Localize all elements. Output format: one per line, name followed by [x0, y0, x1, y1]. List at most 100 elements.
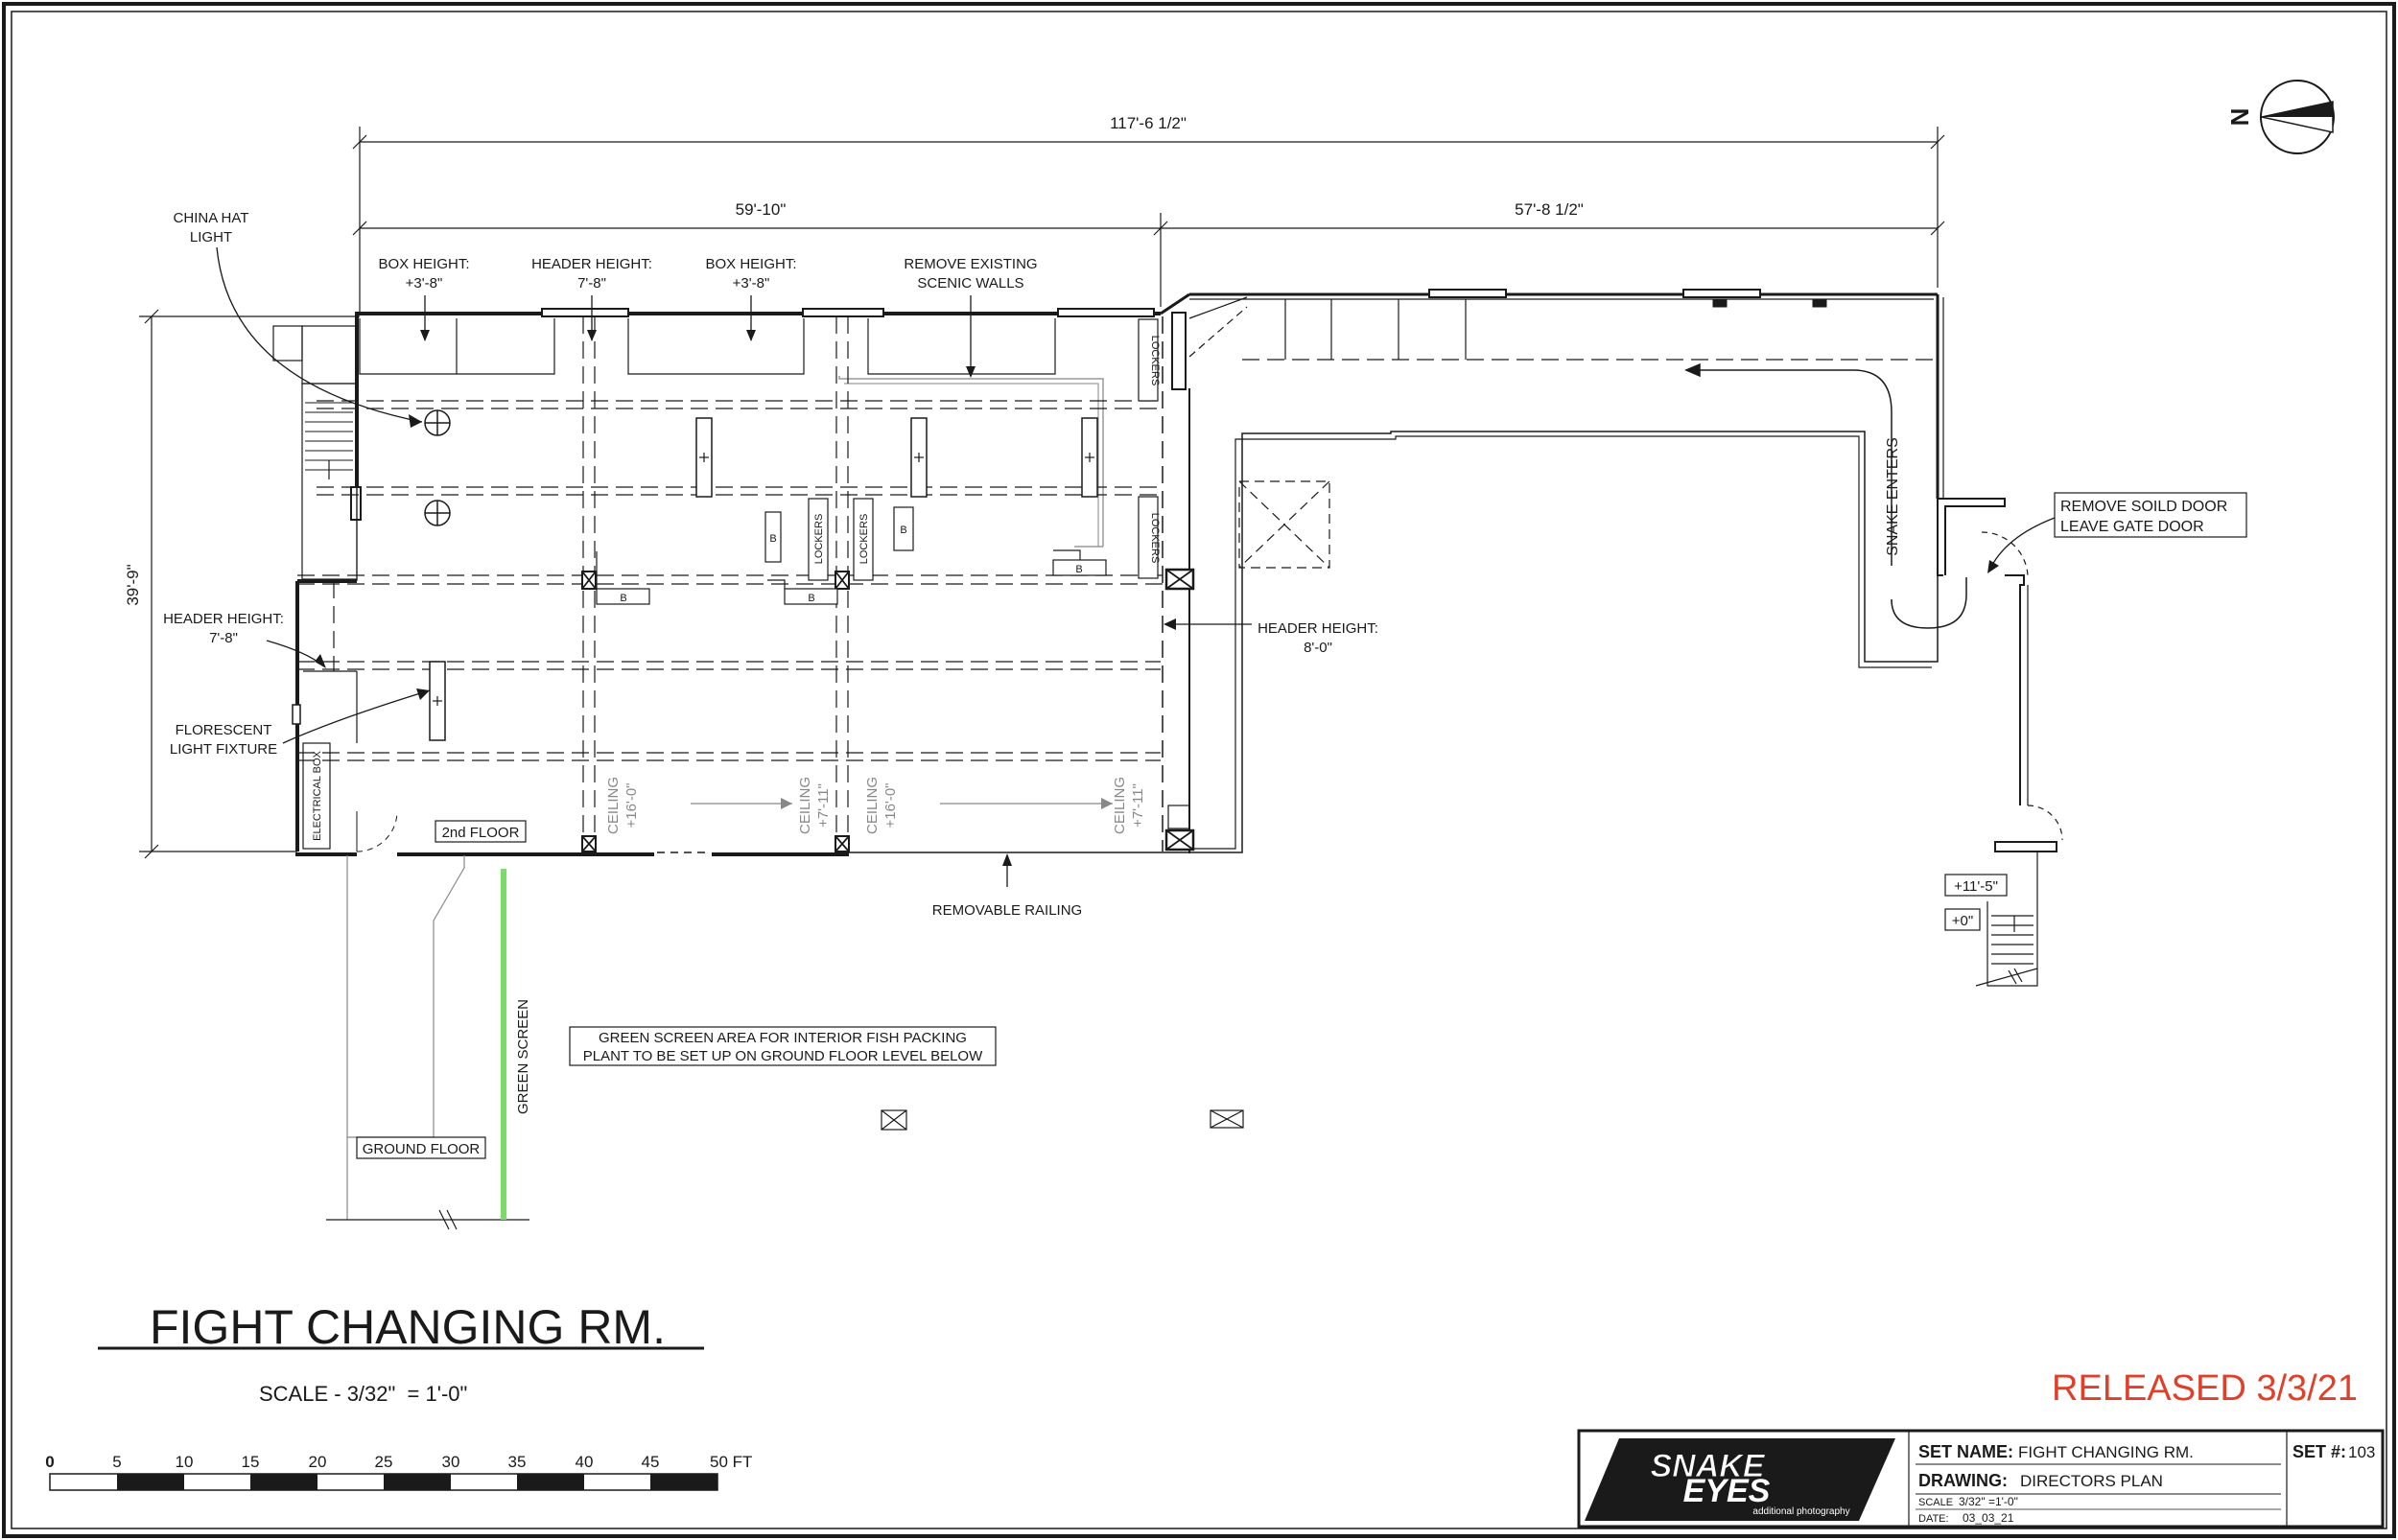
column-markers [581, 569, 1194, 852]
label-remove-scenic-2: SCENIC WALLS [917, 275, 1023, 292]
scale-bar [49, 1473, 718, 1491]
date-label: DATE: [1918, 1513, 1949, 1525]
scale-tick-35: 35 [508, 1453, 527, 1471]
drawing-value: DIRECTORS PLAN [2020, 1472, 2163, 1490]
label-remove-door-2: LEAVE GATE DOOR [2060, 519, 2204, 535]
scale-bar-ticks: 0 5 10 15 20 25 30 35 40 45 50 FT [45, 1453, 752, 1471]
green-screen-note: GREEN SCREEN AREA FOR INTERIOR FISH PACK… [569, 1026, 997, 1066]
label-second-floor: 2nd FLOOR [442, 825, 520, 841]
leader-arrowheads [315, 330, 1999, 866]
label-ceiling-16a-1: CEILING [605, 777, 622, 834]
green-screen [501, 869, 506, 1220]
leader-lines [216, 246, 2056, 887]
second-floor-tag: 2nd FLOOR [435, 820, 527, 843]
label-header-height-1a: HEADER HEIGHT: [531, 256, 652, 272]
scale-tick-45: 45 [642, 1453, 660, 1471]
scale-tick-50: 50 FT [710, 1453, 752, 1471]
scale-tick-25: 25 [375, 1453, 393, 1471]
scale-value: 3/32" =1'-0" [1959, 1495, 2018, 1508]
label-ceiling-16b-1: CEILING [864, 777, 881, 834]
label-elev-upper: +11'-5" [1954, 878, 1998, 895]
logo-line-2: EYES [1683, 1473, 1771, 1509]
date-value: 03_03_21 [1963, 1511, 2014, 1525]
set-name-value: FIGHT CHANGING RM. [2018, 1443, 2194, 1461]
drawing-label: DRAWING: [1918, 1471, 2008, 1490]
label-china-hat-1: CHINA HAT [174, 210, 249, 226]
dimension-overall: 117'-6 1/2" [1110, 114, 1187, 132]
annotations: CHINA HAT LIGHT BOX HEIGHT: +3'-8" HEADE… [163, 210, 1378, 919]
set-name-label: SET NAME: [1918, 1442, 2013, 1461]
title-block-fields: SET NAME: FIGHT CHANGING RM. DRAWING: DI… [1918, 1442, 2375, 1525]
ground-floor-tag: GROUND FLOOR [356, 1136, 486, 1159]
label-box-height-1b: +3'-8" [406, 275, 443, 292]
lockers-label-4: LOCKERS [858, 514, 870, 565]
scale-text: SCALE - 3/32" = 1'-0" [259, 1382, 467, 1406]
label-florescent-1: FLORESCENT [176, 722, 272, 738]
skylight [1238, 480, 1330, 569]
scale-tick-20: 20 [309, 1453, 327, 1471]
label-elev-lower: +0" [1952, 913, 1973, 929]
released-stamp: RELEASED 3/3/21 [2052, 1368, 2358, 1409]
snake-path [1684, 362, 1967, 629]
label-ground-floor: GROUND FLOOR [363, 1141, 481, 1157]
scale-tick-15: 15 [242, 1453, 260, 1471]
room-walls [272, 289, 2057, 856]
elevation-tags: +11'-5" +0" [1944, 874, 2008, 931]
label-ceiling-16a-2: +16'-0" [623, 783, 640, 828]
dimension-left: 59'-10" [736, 200, 787, 219]
sheet-border-inner [11, 11, 2387, 1529]
label-remove-door-1: REMOVE SOILD DOOR [2060, 499, 2227, 515]
scale-tick-40: 40 [576, 1453, 594, 1471]
label-electrical-box: ELECTRICAL BOX [312, 750, 323, 840]
bench-label-5: B [1075, 564, 1082, 575]
label-header-right-2: 8'-0" [1304, 640, 1332, 656]
light-fixtures [424, 409, 1098, 741]
bench-label-3: B [620, 593, 626, 604]
label-header-left-2: 7'-8" [209, 630, 238, 646]
ground-floor-columns [881, 1109, 1244, 1131]
bench-label-1: B [769, 533, 776, 545]
drawing-title: FIGHT CHANGING RM. [150, 1300, 666, 1354]
label-remove-scenic-1: REMOVE EXISTING [904, 256, 1037, 272]
bench-label-4: B [808, 593, 814, 604]
set-number-label: SET #: [2292, 1442, 2346, 1461]
lockers-label-2: LOCKERS [1149, 513, 1161, 564]
lockers-label-1: LOCKERS [1149, 336, 1161, 386]
label-florescent-2: LIGHT FIXTURE [170, 741, 277, 758]
lockers-labels: LOCKERS LOCKERS LOCKERS LOCKERS B B B B … [620, 336, 1161, 604]
label-ceiling-7a-2: +7'-11" [815, 783, 832, 828]
north-arrow: N [2225, 80, 2335, 154]
scale-tick-10: 10 [176, 1453, 194, 1471]
scale-label: SCALE [1918, 1497, 1953, 1508]
label-removable-railing: REMOVABLE RAILING [932, 902, 1082, 919]
logo-sub: additional photography [1752, 1506, 1849, 1517]
logo-line-1: SNAKE [1650, 1448, 1765, 1484]
label-box-height-1a: BOX HEIGHT: [378, 256, 469, 272]
set-number-value: 103 [2348, 1443, 2375, 1461]
lockers-label-3: LOCKERS [813, 514, 825, 565]
bench-label-2: B [900, 525, 906, 536]
scale-tick-0: 0 [45, 1453, 54, 1471]
light-fixture-crosses [433, 453, 1094, 706]
label-header-right-1: HEADER HEIGHT: [1258, 620, 1378, 637]
label-green-screen-note-2: PLANT TO BE SET UP ON GROUND FLOOR LEVEL… [583, 1048, 983, 1064]
ground-floor-area [326, 855, 529, 1230]
label-box-height-2a: BOX HEIGHT: [705, 256, 796, 272]
north-label: N [2225, 108, 2254, 127]
remove-door-note: REMOVE SOILD DOOR LEAVE GATE DOOR [2054, 492, 2247, 538]
label-ceiling-16b-2: +16'-0" [882, 783, 899, 828]
snake-eyes-logo: SNAKE EYES additional photography [1585, 1438, 1895, 1521]
dimension-right: 57'-8 1/2" [1515, 200, 1584, 219]
lockers-and-benches [596, 318, 1159, 605]
bench-supports [596, 549, 1081, 589]
right-stair [1975, 531, 2063, 987]
label-green-screen: GREEN SCREEN [515, 999, 531, 1114]
dimension-lines [139, 127, 1945, 859]
label-box-height-2b: +3'-8" [733, 275, 770, 292]
ceiling-labels: CEILING +16'-0" CEILING +7'-11" CEILING … [605, 777, 1146, 834]
label-ceiling-7b-1: CEILING [1112, 777, 1128, 834]
label-snake-enters: SNAKE ENTERS [1885, 437, 1901, 556]
label-ceiling-7a-1: CEILING [797, 777, 813, 834]
